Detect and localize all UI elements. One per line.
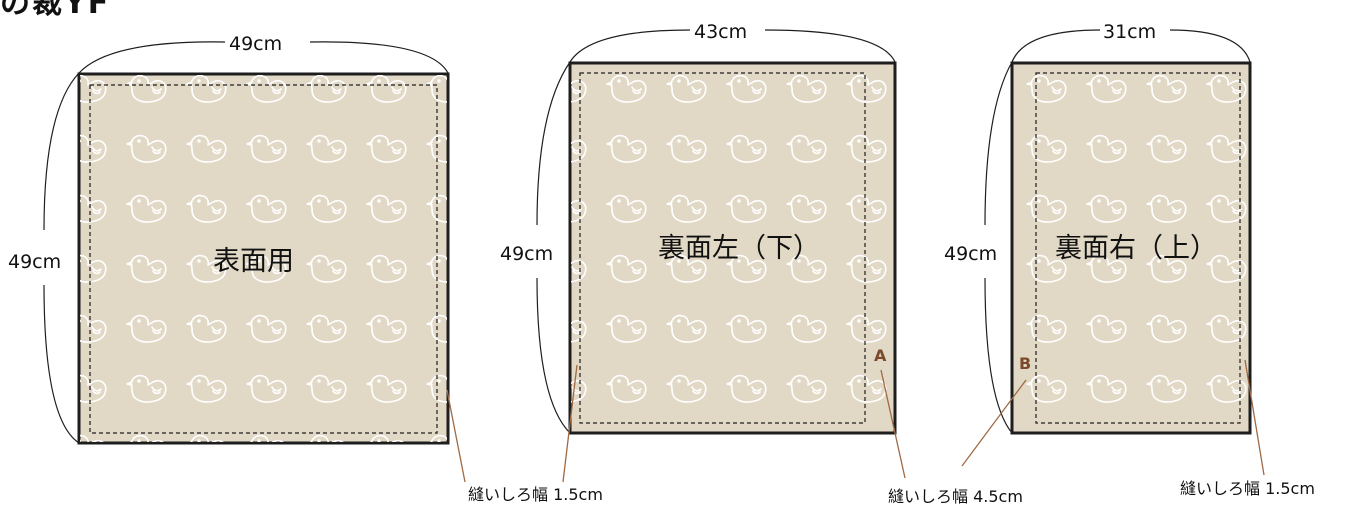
panel-title-back-right: 裏面右（上） bbox=[1055, 233, 1217, 264]
panel-front: 49cm 49cm 表面用 bbox=[8, 33, 466, 483]
pointer-back-left-left bbox=[562, 364, 578, 483]
bird-pattern-back-right bbox=[1013, 64, 1249, 432]
width-label-front: 49cm bbox=[229, 33, 282, 55]
marker-a: A bbox=[874, 346, 887, 365]
pointer-back-right-left bbox=[961, 379, 1027, 467]
height-brace-back-right bbox=[984, 61, 1013, 434]
height-label-back-right: 49cm bbox=[944, 243, 997, 265]
pointer-back-left-right bbox=[880, 369, 906, 479]
pointer-front bbox=[446, 389, 466, 483]
seam-line-back-right bbox=[1035, 72, 1241, 424]
panel-back-right: 31cm 49cm 裏面右（上） B bbox=[944, 21, 1265, 476]
seam-note-1: 縫いしろ幅 1.5cm bbox=[468, 485, 603, 504]
pointer-back-right-right bbox=[1244, 359, 1265, 476]
width-brace-back-left bbox=[569, 29, 896, 63]
marker-b: B bbox=[1019, 354, 1031, 373]
panel-title-front: 表面用 bbox=[213, 246, 294, 277]
seam-note-3: 縫いしろ幅 1.5cm bbox=[1180, 479, 1315, 498]
section-heading: の裁YF bbox=[0, 0, 111, 21]
bird-pattern-back-left bbox=[571, 64, 894, 432]
height-brace-front bbox=[43, 72, 80, 444]
panel-title-back-left: 裏面左（下） bbox=[658, 233, 820, 264]
bird-pattern-front bbox=[80, 75, 447, 442]
width-brace-front bbox=[78, 41, 449, 74]
height-label-back-left: 49cm bbox=[500, 243, 553, 265]
seam-line-back-left bbox=[579, 72, 866, 424]
seam-line-front bbox=[89, 84, 438, 434]
width-brace-back-right bbox=[1011, 29, 1251, 63]
width-label-back-right: 31cm bbox=[1103, 21, 1156, 43]
width-label-back-left: 43cm bbox=[694, 21, 747, 43]
height-brace-back-left bbox=[536, 61, 571, 434]
height-label-front: 49cm bbox=[8, 251, 61, 273]
panel-back-left: 43cm 49cm 裏面左（下） A bbox=[500, 21, 906, 483]
seam-note-2: 縫いしろ幅 4.5cm bbox=[888, 487, 1023, 506]
